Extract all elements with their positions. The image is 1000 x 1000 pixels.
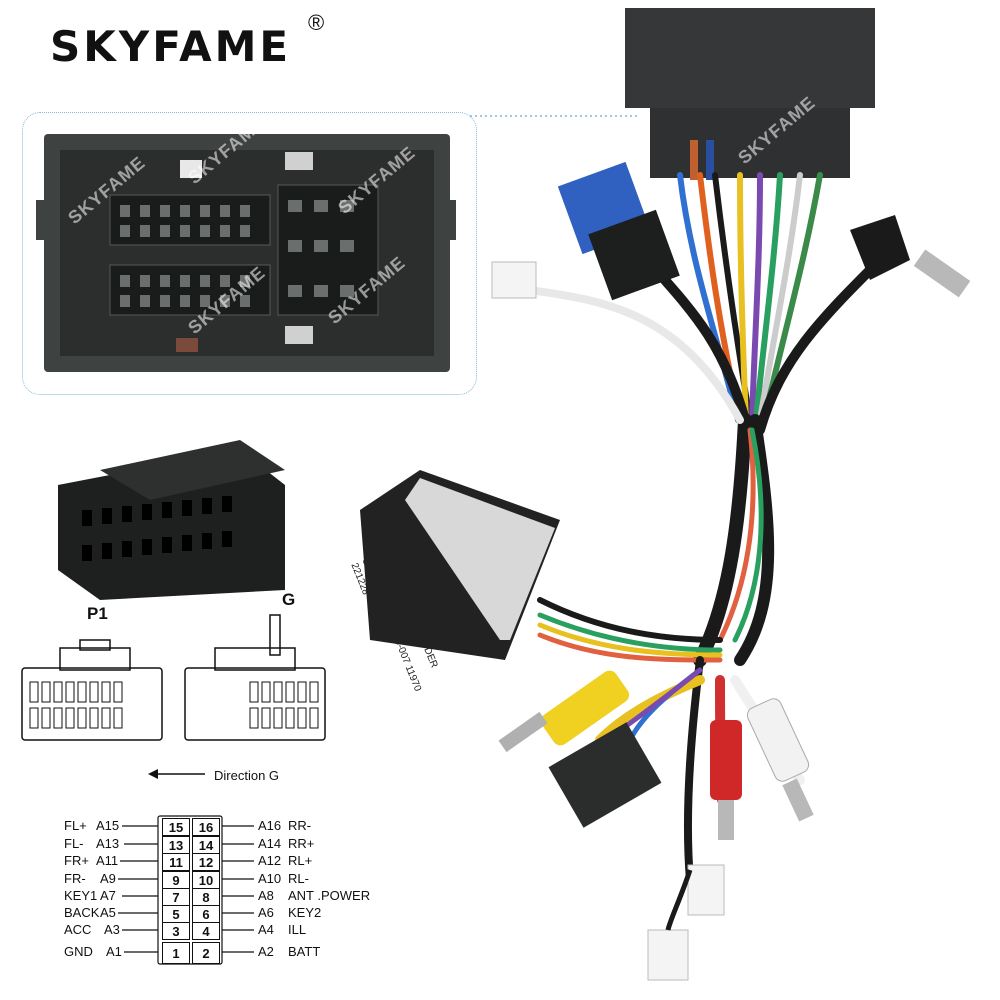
pin-id: A7: [100, 888, 116, 903]
pin-number: 6: [192, 905, 220, 923]
pin-signal: RR-: [288, 818, 312, 833]
brand-logo: SKYFAME: [50, 22, 292, 71]
pin-signal: FR+: [64, 853, 89, 868]
direction-arrow-icon: [148, 769, 205, 779]
rca-yellow-plug: [498, 670, 630, 753]
pin-id: A10: [258, 871, 282, 886]
pin-number: 2: [192, 942, 220, 964]
pin-id: A4: [258, 922, 274, 937]
iso-connector-photo: [58, 440, 285, 600]
white-clip-connector: [491, 261, 537, 299]
bottom-white-connector: [687, 864, 725, 916]
pin-id: A3: [104, 922, 120, 937]
canbus-decoder-box: [360, 470, 560, 660]
pin-signal: BATT: [288, 944, 321, 959]
pin-signal: ACC: [64, 922, 92, 937]
rca-red-plug: [710, 720, 742, 840]
pin-number: 1: [162, 942, 190, 964]
blue-connector: [557, 161, 680, 301]
pin-signal: BACK: [64, 905, 100, 920]
p1-connector-drawing: [21, 639, 163, 741]
pin-id: A9: [100, 871, 116, 886]
antenna-plug: [850, 215, 971, 298]
pin-number: 12: [192, 853, 220, 871]
pin-id: A2: [258, 944, 274, 959]
pin-id: A11: [96, 853, 119, 868]
pin-number: 9: [162, 871, 190, 889]
pin-id: A8: [258, 888, 274, 903]
pin-number: 15: [162, 818, 190, 836]
pin-signal: KEY2: [288, 905, 322, 920]
pin-id: A16: [258, 818, 282, 833]
pin-signal: KEY1: [64, 888, 98, 903]
harness-main-connector: [625, 8, 875, 180]
pin-number: 14: [192, 836, 220, 854]
p1-label: P1: [87, 604, 108, 623]
pin-number: 16: [192, 818, 220, 836]
rca-white-plug: [746, 698, 814, 822]
registered-mark: ®: [308, 10, 325, 35]
pin-id: A14: [258, 836, 282, 851]
pin-id: A12: [258, 853, 282, 868]
pin-id: A13: [96, 836, 120, 851]
direction-label: Direction G: [214, 768, 280, 783]
pin-signal: ANT .POWER: [288, 888, 371, 903]
pin-number: 4: [192, 922, 220, 940]
pin-id: A15: [96, 818, 120, 833]
pin-number: 8: [192, 888, 220, 906]
pin-signal: GND: [64, 944, 93, 959]
pin-number: 13: [162, 836, 190, 854]
connector-zoom-frame: [22, 112, 477, 395]
pin-number: 10: [192, 871, 220, 889]
pin-id: A1: [106, 944, 122, 959]
pin-number: 7: [162, 888, 190, 906]
pinout-bracket: [118, 815, 254, 965]
pin-number: 5: [162, 905, 190, 923]
g-label: G: [282, 590, 296, 609]
pin-number: 3: [162, 922, 190, 940]
pin-id: A5: [100, 905, 116, 920]
harness-iso-plug: [548, 722, 662, 828]
pin-signal: FL+: [64, 818, 87, 833]
pin-signal: FR-: [64, 871, 86, 886]
pin-id: A6: [258, 905, 274, 920]
main-connector-closeup: [36, 134, 456, 372]
pin-signal: RL+: [288, 853, 313, 868]
pin-signal: FL-: [64, 836, 84, 851]
pin-number: 11: [162, 853, 190, 871]
bottom-white-connector-2: [647, 929, 689, 981]
pin-signal: RL-: [288, 871, 309, 886]
g-connector-drawing: [184, 614, 326, 741]
pin-signal: ILL: [288, 922, 307, 937]
pin-signal: RR+: [288, 836, 315, 851]
